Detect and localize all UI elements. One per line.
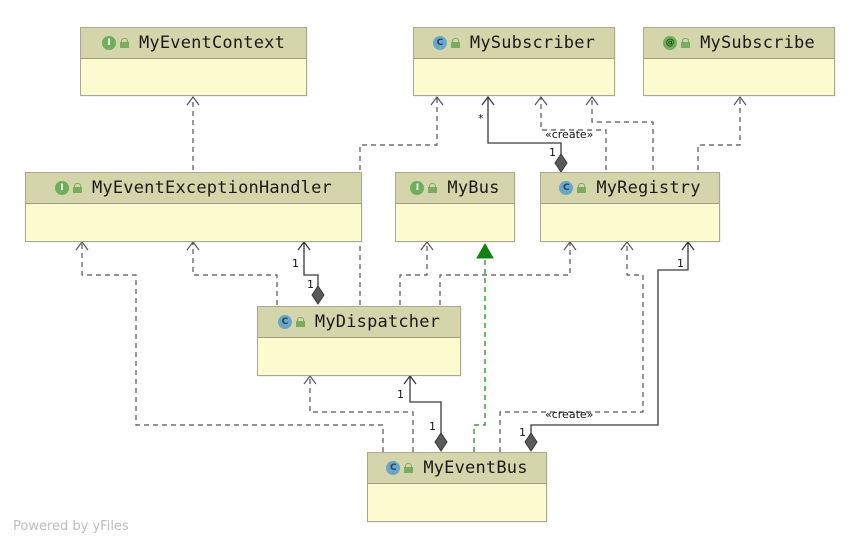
create-stereotype-label: «create» xyxy=(545,408,594,421)
class-icon: C xyxy=(432,36,447,50)
node-header: C MyDispatcher xyxy=(258,307,460,338)
composition-diamond-eventbus-b xyxy=(524,432,538,452)
lock-icon xyxy=(428,183,438,193)
node-my-registry[interactable]: C MyRegistry xyxy=(540,172,720,242)
node-my-subscriber[interactable]: C MySubscriber xyxy=(413,27,615,96)
node-header: C MyRegistry xyxy=(541,173,719,204)
powered-by-footer: Powered by yFiles xyxy=(13,519,129,534)
class-name: MyEventContext xyxy=(138,33,286,53)
multiplicity-one: 1 xyxy=(519,426,526,439)
lock-icon xyxy=(295,317,305,327)
multiplicity-star: * xyxy=(478,112,484,125)
class-name: MyRegistry xyxy=(596,178,701,198)
multiplicity-one: 1 xyxy=(292,257,299,270)
class-name: MyDispatcher xyxy=(314,312,441,332)
edge-dispatcher-to-subscriber xyxy=(359,98,438,305)
edge-dispatcher-to-handler xyxy=(192,243,278,305)
node-header: I MyBus xyxy=(396,173,514,204)
edge-registry-create-subscriber xyxy=(540,98,607,170)
composition-diamond-registry xyxy=(554,153,568,173)
node-body xyxy=(644,59,834,89)
edge-eventbus-owns-dispatcher xyxy=(409,377,442,437)
lock-icon xyxy=(119,38,129,48)
annotation-icon: @ xyxy=(663,36,678,50)
realization-arrowhead xyxy=(476,242,494,259)
node-body xyxy=(368,484,546,514)
interface-icon: I xyxy=(54,181,69,195)
class-name: MyBus xyxy=(447,178,500,198)
edge-registry-owns-subscriber xyxy=(487,98,562,158)
lock-icon xyxy=(681,38,691,48)
lock-icon xyxy=(404,463,414,473)
class-icon: C xyxy=(386,461,401,475)
edge-eventbus-to-handler xyxy=(81,243,384,452)
node-body xyxy=(258,338,460,368)
multiplicity-one: 1 xyxy=(677,257,684,270)
node-body xyxy=(414,59,614,89)
node-my-event-bus[interactable]: C MyEventBus xyxy=(367,452,547,522)
edge-eventbus-realizes-bus xyxy=(473,258,486,452)
multiplicity-one: 1 xyxy=(429,420,436,433)
edge-dispatcher-to-registry xyxy=(439,243,571,305)
lock-icon xyxy=(577,183,587,193)
class-name: MyEventExceptionHandler xyxy=(91,178,332,198)
edge-registry-to-subscribe xyxy=(697,98,741,170)
node-my-event-context[interactable]: I MyEventContext xyxy=(80,27,307,96)
node-my-event-exception-handler[interactable]: I MyEventExceptionHandler xyxy=(25,172,362,242)
node-my-dispatcher[interactable]: C MyDispatcher xyxy=(257,306,461,376)
class-icon: C xyxy=(277,315,292,329)
class-name: MyEventBus xyxy=(423,458,528,478)
node-body xyxy=(396,204,514,234)
multiplicity-one: 1 xyxy=(307,278,314,291)
class-icon: C xyxy=(559,181,574,195)
edge-registry-to-subscriber xyxy=(591,98,654,170)
edge-eventbus-owns-registry xyxy=(530,243,689,437)
composition-diamond-dispatcher xyxy=(311,285,325,305)
lock-icon xyxy=(450,38,460,48)
node-my-bus[interactable]: I MyBus xyxy=(395,172,515,242)
node-header: I MyEventExceptionHandler xyxy=(26,173,361,204)
edge-dispatcher-owns-handler xyxy=(303,243,319,290)
node-header: I MyEventContext xyxy=(81,28,306,59)
node-body xyxy=(81,59,306,89)
node-my-subscribe[interactable]: @ MySubscribe xyxy=(643,27,835,96)
edge-eventbus-to-dispatcher xyxy=(309,377,414,452)
node-header: C MySubscriber xyxy=(414,28,614,59)
edge-dispatcher-to-bus xyxy=(399,243,428,305)
multiplicity-one: 1 xyxy=(397,388,404,401)
class-name: MySubscriber xyxy=(469,33,596,53)
create-stereotype-label: «create» xyxy=(545,128,594,141)
node-body xyxy=(541,204,719,234)
interface-icon: I xyxy=(410,181,425,195)
node-body xyxy=(26,204,361,234)
node-header: @ MySubscribe xyxy=(644,28,834,59)
lock-icon xyxy=(72,183,82,193)
node-header: C MyEventBus xyxy=(368,453,546,484)
multiplicity-one: 1 xyxy=(549,146,556,159)
interface-icon: I xyxy=(101,36,116,50)
class-name: MySubscribe xyxy=(700,33,815,53)
composition-diamond-eventbus-a xyxy=(434,432,448,452)
